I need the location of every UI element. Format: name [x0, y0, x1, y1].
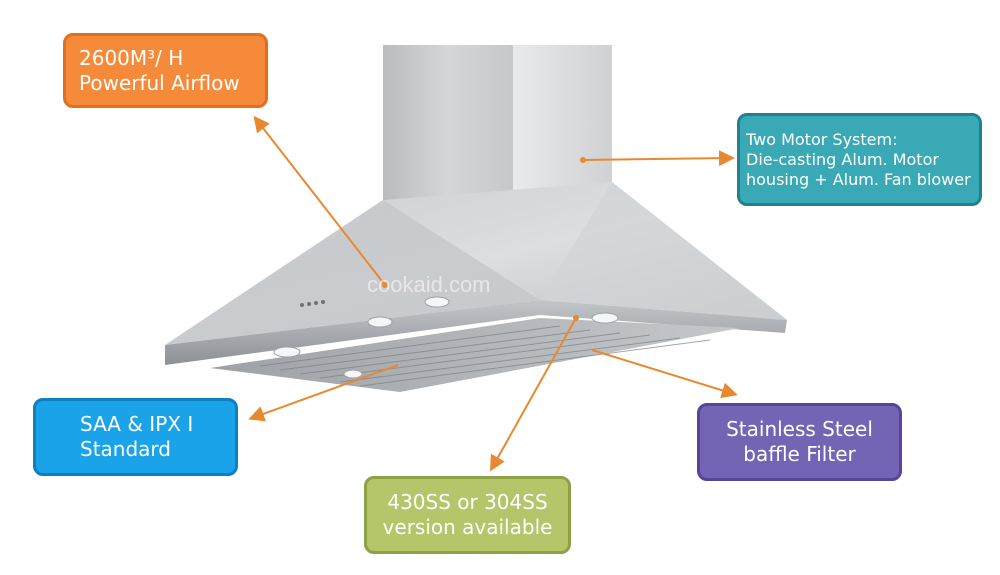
callout-steel-line2: baffle Filter: [743, 442, 856, 466]
watermark-text: cookaid.com: [367, 272, 491, 297]
callout-motor-line3: housing + Alum. Fan blower: [746, 169, 971, 189]
arrow-motor: [582, 150, 735, 167]
baffle-filters: [210, 318, 740, 392]
callout-baffle-filter: Stainless Steel baffle Filter: [697, 403, 902, 481]
callout-saa-standard: SAA & IPX I Standard: [33, 398, 238, 476]
canopy: [165, 182, 787, 365]
callout-version: 430SS or 304SS version available: [364, 476, 571, 554]
halogen-lights: [273, 296, 619, 379]
callout-airflow-line2: Powerful Airflow: [79, 70, 240, 95]
callout-saa-line2: Standard: [80, 437, 171, 461]
callout-steel-line1: Stainless Steel: [726, 417, 873, 441]
callout-arrows: [248, 115, 738, 472]
arrow-steel: [591, 349, 738, 399]
callout-airflow-line1: 2600M³/ H: [79, 45, 184, 70]
callout-version-line2: version available: [382, 515, 553, 539]
callout-version-line1: 430SS or 304SS: [387, 490, 548, 514]
callout-motor-system: Two Motor System: Die-casting Alum. Moto…: [737, 113, 982, 206]
arrow-airflow: [253, 115, 386, 286]
arrow-version: [490, 317, 577, 472]
callout-saa-line1: SAA & IPX I: [80, 412, 194, 436]
control-buttons: [300, 300, 325, 307]
arrow-saa: [248, 364, 399, 422]
callout-motor-line1: Two Motor System:: [746, 129, 898, 149]
callout-airflow: 2600M³/ H Powerful Airflow: [63, 33, 268, 108]
callout-motor-line2: Die-casting Alum. Motor: [746, 149, 939, 169]
